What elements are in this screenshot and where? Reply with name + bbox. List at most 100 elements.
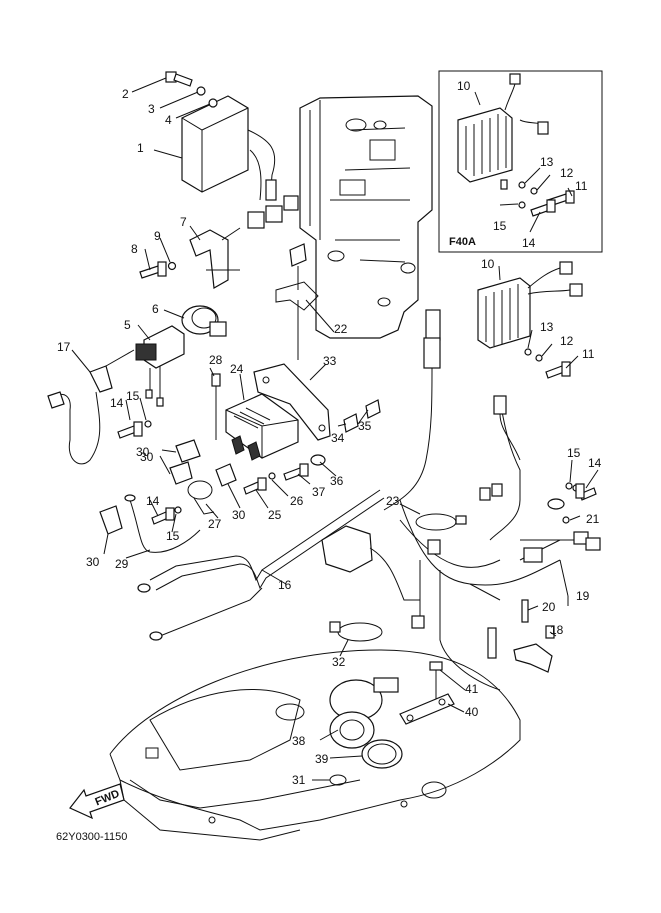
bolt-14-lower [151, 507, 175, 525]
washer-3 [196, 86, 206, 96]
callout-label: 16 [278, 578, 292, 592]
callout-label: 33 [323, 354, 337, 368]
bolt-25 [243, 477, 267, 495]
wire-harness [383, 309, 601, 691]
callout-labels: 1 2 3 4 5 6 7 8 9 10 10 11 11 12 12 13 1… [57, 79, 602, 787]
callout-label: 19 [576, 589, 590, 603]
callout-label: 29 [115, 557, 129, 571]
grommet-35 [365, 399, 381, 419]
tie-32 [329, 621, 383, 642]
callout-label: 27 [208, 517, 222, 531]
callout-label: 38 [292, 734, 306, 748]
bolt-37 [283, 463, 309, 481]
bracket-frame [299, 95, 433, 339]
callout-label: 30 [86, 555, 100, 569]
inset-rectifier [457, 73, 549, 183]
callout-label: 7 [180, 215, 187, 229]
callout-label: 11 [575, 179, 588, 193]
callout-label: 8 [131, 242, 138, 256]
inset-f40a: F40A [438, 70, 603, 253]
bolt-8 [139, 261, 167, 279]
tie-23 [415, 513, 467, 531]
callout-label: 12 [560, 166, 574, 180]
callout-label: 13 [540, 155, 554, 169]
callout-label: 31 [292, 773, 306, 787]
fuse-20 [521, 599, 529, 623]
callout-label: 14 [588, 456, 602, 470]
callout-label: 21 [586, 512, 600, 526]
relay-5 [135, 325, 185, 407]
battery-cable-16 [137, 489, 385, 641]
inset-title: F40A [449, 236, 476, 248]
callout-label: 10 [481, 257, 495, 271]
bolt-28 [211, 373, 221, 440]
callout-label: 22 [334, 322, 348, 336]
callout-label: 9 [154, 229, 161, 243]
rectifier-24 [225, 393, 299, 461]
washer-15-lower [174, 506, 182, 514]
callout-label: 14 [110, 396, 124, 410]
part-21 [562, 516, 570, 524]
bottom-cowling [109, 649, 521, 841]
callout-label: 15 [166, 529, 180, 543]
callout-label: 10 [457, 79, 471, 93]
callout-label: 15 [493, 219, 507, 233]
callout-label: 41 [465, 682, 479, 696]
washer-4 [208, 98, 218, 108]
plate-33 [253, 363, 331, 441]
callout-label: 35 [358, 419, 372, 433]
clip-22 [275, 243, 319, 360]
callout-label: 6 [152, 302, 159, 316]
callout-label: 30 [140, 450, 154, 464]
washer-13 [524, 348, 532, 356]
callout-label: 3 [148, 102, 155, 116]
fwd-arrow-icon: FWD [69, 783, 125, 820]
washer-26 [268, 472, 276, 480]
callout-label: 24 [230, 362, 244, 376]
plug-cap-17 [47, 349, 135, 465]
washer-15-left [144, 420, 152, 428]
callout-label: 1 [137, 141, 144, 155]
bolt-11 [545, 361, 571, 379]
callout-label: 2 [122, 87, 129, 101]
bracket-7 [189, 227, 241, 289]
callout-label: 30 [136, 445, 150, 459]
callout-label: 14 [522, 236, 536, 250]
callout-label: 23 [386, 494, 400, 508]
callout-label: 17 [57, 340, 71, 354]
washer-15-right [565, 482, 573, 490]
callout-label: 14 [146, 494, 160, 508]
callout-label: 13 [540, 320, 554, 334]
callout-label: 25 [268, 508, 282, 522]
callout-label: 40 [465, 705, 479, 719]
callout-label: 11 [582, 347, 595, 361]
callout-label: 37 [312, 485, 326, 499]
inset-bolt-small [500, 179, 575, 217]
rectifier-10 [477, 261, 583, 349]
callout-label: 30 [232, 508, 246, 522]
bolt-41 [429, 661, 443, 700]
washer-9 [167, 261, 177, 271]
harness-grommet [321, 525, 420, 601]
cap-30-b [169, 461, 193, 485]
grommet-38 [329, 677, 399, 749]
cable-29 [124, 494, 201, 553]
callout-label: 32 [332, 655, 346, 669]
callout-label: 34 [331, 431, 345, 445]
grommet-34 [343, 413, 359, 433]
washer-12 [535, 354, 543, 362]
callout-label: 12 [560, 334, 574, 348]
leader-lines [71, 77, 599, 781]
callout-label: 15 [126, 389, 140, 403]
cdi-unit [181, 95, 299, 229]
bolt-2 [165, 71, 193, 87]
clamp-27 [187, 480, 215, 515]
callout-label: 20 [542, 600, 556, 614]
holder-6 [181, 305, 227, 337]
drawing-code: 62Y0300-1150 [56, 831, 127, 843]
callout-label: 28 [209, 353, 223, 367]
washer-36 [310, 454, 326, 466]
cap-30-a [175, 439, 201, 463]
bolt-14-left [117, 421, 143, 439]
